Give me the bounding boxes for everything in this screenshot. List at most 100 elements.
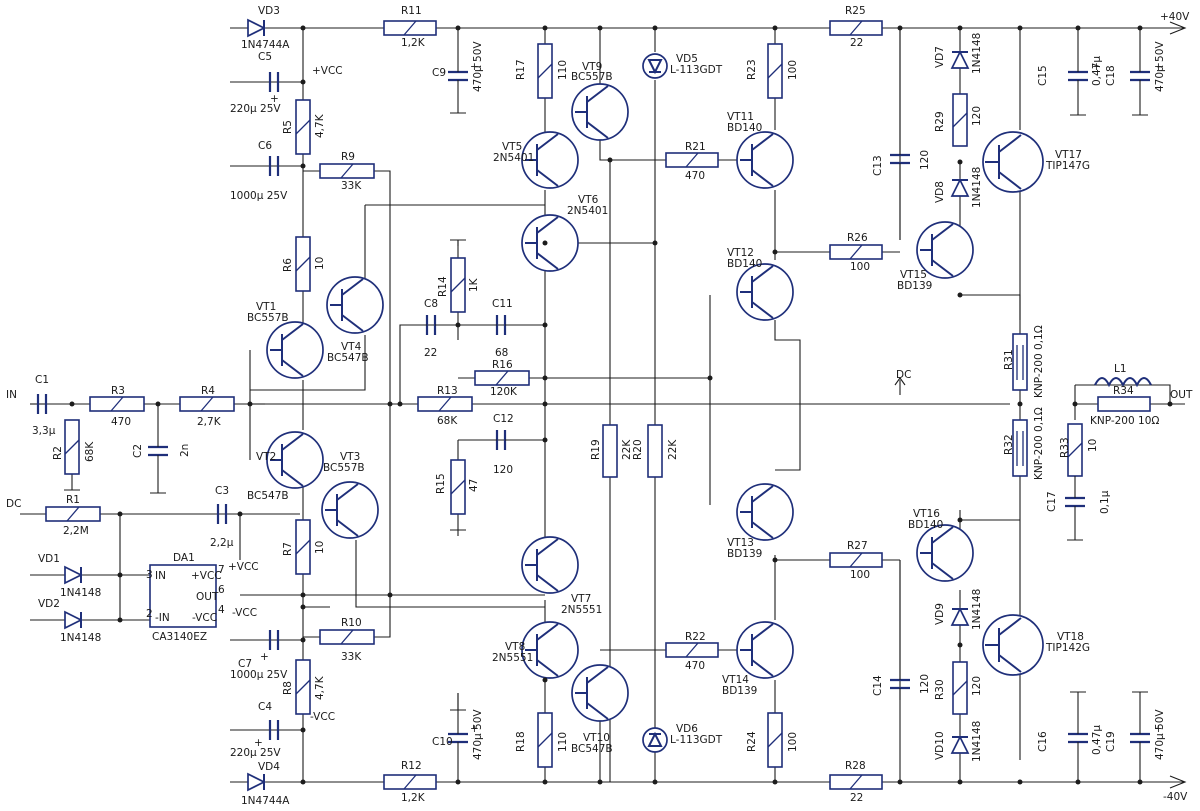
opamp-da1 [149, 564, 217, 628]
label-r33: R33 [1059, 437, 1071, 458]
diode-vd4 [247, 772, 266, 792]
label-vd8-value: 1N4148 [971, 167, 983, 208]
label-c12-value: 120 [493, 464, 513, 476]
resistor-r8 [295, 659, 311, 715]
label-c1-value: 3,3µ [32, 425, 56, 437]
label-vt18-type: TIP142G [1045, 642, 1090, 654]
resistor-r29 [952, 93, 968, 147]
label-r30: R30 [934, 679, 946, 700]
transistor-vt17 [982, 131, 1044, 193]
label-plus-vcc: +VCC [312, 65, 343, 77]
resistor-r7 [295, 519, 311, 575]
resistor-r34 [1097, 396, 1151, 412]
label-vt17: VT17 [1055, 149, 1082, 161]
label-da1-type: CA3140EZ [152, 631, 207, 643]
label-vd4: VD4 [258, 761, 280, 773]
label-vd7: VD7 [934, 46, 946, 68]
label-pvcc: +VCC [228, 561, 259, 573]
resistor-r4 [179, 396, 235, 412]
label-vt16-type: BD140 [908, 519, 943, 531]
diodes [64, 18, 970, 792]
capacitors [36, 28, 1150, 782]
label-c19-value: 470µ 50V [1154, 709, 1166, 760]
label-r2: R2 [52, 446, 64, 460]
label-vt1-type: BC557B [247, 312, 289, 324]
label-r13-value: 68K [437, 415, 458, 427]
label-vd5-type: L-113GDT [670, 64, 723, 76]
label-r29-value: 120 [971, 106, 983, 126]
label-vt7-type: 2N5551 [561, 604, 602, 616]
label-vd2: VD2 [38, 598, 60, 610]
label-vt1: VT1 [256, 301, 276, 313]
label-c18-value: 470µ 50V [1154, 41, 1166, 92]
label-r4: R4 [201, 385, 215, 397]
label-vt15: VT15 [900, 269, 927, 281]
label-da1-pin6: 6 [218, 584, 225, 596]
label-r20-value: 22K [667, 439, 679, 460]
label-r27-value: 100 [850, 569, 870, 581]
resistor-r32 [1012, 419, 1028, 477]
polarity-mark-c4: + [254, 737, 263, 749]
label-r3: R3 [111, 385, 125, 397]
resistor-r26 [829, 244, 883, 260]
label-r33-value: 10 [1087, 439, 1099, 452]
polarity-mark-c19: + [1154, 723, 1163, 735]
label-vt17-type: TIP147G [1045, 160, 1090, 172]
transistor-vt8 [521, 621, 579, 679]
label-c6: C6 [258, 140, 272, 152]
label-r12-value: 1,2K [401, 792, 426, 804]
label-r32-value: KNP-200 0,1Ω [1033, 407, 1045, 480]
resistor-r14 [450, 257, 466, 313]
label-vd6-type: L-113GDT [670, 734, 723, 746]
label-vt5: VT5 [502, 141, 522, 153]
label-c9-value: 470µ 50V [472, 41, 484, 92]
label-vd10-value: 1N4148 [971, 721, 983, 762]
label-r11-value: 1,2K [401, 37, 426, 49]
transistor-vt6 [521, 214, 579, 272]
label-da1-nin: -IN [155, 612, 170, 624]
label-r6-value: 10 [314, 257, 326, 270]
label-vd3-value: 1N4744A [241, 39, 290, 51]
transistor-vt12 [736, 263, 794, 321]
resistor-r22 [665, 642, 719, 658]
label-vt12: VT12 [727, 247, 754, 259]
label-c13-value: 120 [919, 150, 931, 170]
label-da1-out: OUT [196, 591, 219, 603]
label-vt2-type: BC547B [247, 490, 289, 502]
label-vt3-type: BC557B [323, 462, 365, 474]
label-r30-value: 120 [971, 676, 983, 696]
label-c14-value: 120 [919, 674, 931, 694]
label-vt10: VT10 [583, 732, 610, 744]
label-vd6: VD6 [676, 723, 698, 735]
label-r5: R5 [282, 120, 294, 134]
label-c10: C10 [432, 736, 453, 748]
resistor-r11 [383, 20, 437, 36]
label-c5-value: 220µ 25V [230, 103, 281, 115]
transistor-vt1 [266, 321, 324, 379]
resistor-r30 [952, 661, 968, 715]
resistor-r21 [665, 152, 719, 168]
label-r29: R29 [934, 111, 946, 132]
label-in: IN [6, 389, 17, 401]
label-c19: C19 [1105, 731, 1117, 752]
transistor-vt4 [326, 276, 384, 334]
resistor-r31 [1012, 333, 1028, 391]
polarity-mark-c10: + [470, 723, 479, 735]
label-vt14-type: BD139 [722, 685, 757, 697]
label-r15-value: 47 [468, 479, 480, 492]
label-r20: R20 [632, 439, 644, 460]
label-l1: L1 [1114, 363, 1127, 375]
label-r5-value: 4,7K [314, 113, 326, 138]
label-vd1-value: 1N4148 [60, 587, 101, 599]
label-c6-value: 1000µ 25V [230, 190, 288, 202]
label-r7: R7 [282, 542, 294, 556]
label-r13: R13 [437, 385, 458, 397]
label-vt12-type: BD140 [727, 258, 762, 270]
label-r15: R15 [435, 473, 447, 494]
label-vd8: VD8 [934, 181, 946, 203]
label-c11: C11 [492, 298, 513, 310]
transistor-vt10 [571, 664, 629, 722]
polarity-mark-c5: + [270, 93, 279, 105]
label-vd7-value: 1N4148 [971, 33, 983, 74]
label-vt3: VT3 [340, 451, 360, 463]
